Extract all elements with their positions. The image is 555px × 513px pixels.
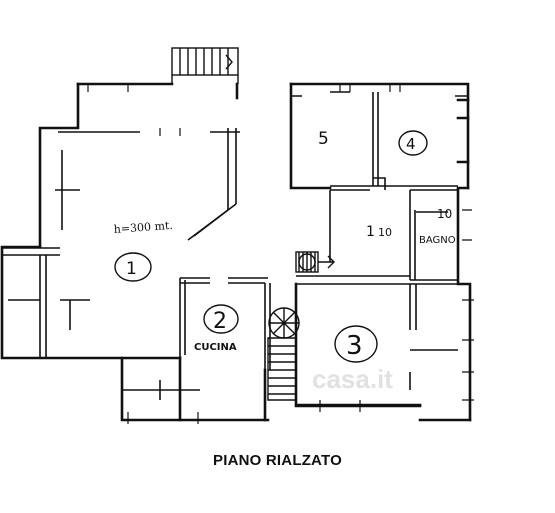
room-2-label: 2: [213, 309, 227, 334]
room-3-label: 3: [346, 331, 363, 361]
spiral-stair: [267, 307, 300, 401]
room-3-circle: [334, 325, 378, 363]
room-4-label: 4: [406, 135, 416, 153]
kitchen-label: CUCINA: [194, 342, 237, 353]
room-1-circle: [114, 252, 152, 282]
bath-label: BAGNO: [419, 235, 456, 246]
room-1-label: 1: [126, 259, 137, 279]
room-5-label: 5: [318, 129, 329, 149]
corridor-suffix: 10: [378, 226, 392, 239]
room-circles: [114, 130, 428, 363]
ceiling-height-note: h=300 mt.: [113, 219, 173, 236]
entry-stair: [295, 251, 335, 273]
interior-walls: [2, 91, 468, 400]
room-4-circle: [398, 130, 428, 156]
corridor-number: 1: [366, 224, 375, 240]
room-2-circle: [203, 304, 239, 334]
floor-caption: PIANO RIALZATO: [213, 452, 342, 469]
top-stair: [171, 47, 239, 84]
outer-walls: [0, 82, 472, 422]
window-marks: [87, 84, 474, 424]
bath-number: 10: [437, 207, 452, 221]
watermark-text: casa.it: [312, 364, 393, 394]
floor-plan-drawing: 5 4 1 2 3 h=300 mt. 1 10 10 BAGNO CUCINA…: [0, 47, 474, 424]
